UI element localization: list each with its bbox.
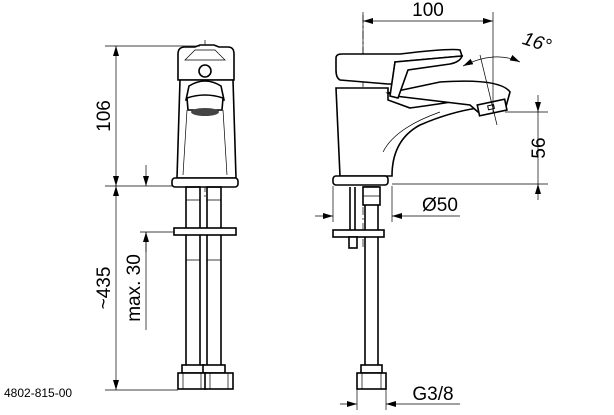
front-view <box>171 40 239 390</box>
dim-spout-height: 56 <box>529 137 550 158</box>
front-dimensions: 106 ~435 max. 30 <box>94 45 200 391</box>
dim-max-thickness: max. 30 <box>124 254 145 322</box>
dim-base-diameter: Ø50 <box>422 195 458 216</box>
dim-below-counter: ~435 <box>94 267 115 310</box>
dim-height-total: 106 <box>94 100 115 132</box>
side-dimensions: 100 16° 56 Ø50 G3/8 <box>315 0 554 410</box>
dim-reach: 100 <box>412 0 444 21</box>
dim-angle: 16° <box>520 28 554 57</box>
side-view <box>332 15 511 390</box>
dim-thread: G3/8 <box>412 384 453 405</box>
part-number: 4802-815-00 <box>4 386 73 400</box>
